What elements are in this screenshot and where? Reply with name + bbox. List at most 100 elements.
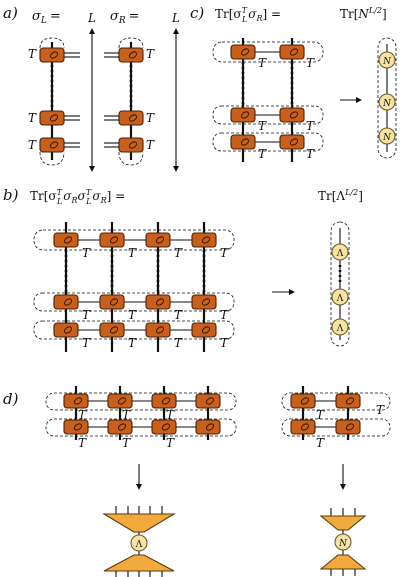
- tensor-box: [191, 232, 217, 248]
- tensor-label: T: [166, 436, 175, 450]
- tensor-box: [335, 419, 361, 435]
- tensor-box: [118, 110, 144, 126]
- tensor-label: T: [78, 408, 87, 422]
- tensor-box: [195, 419, 221, 435]
- tensor-label: T: [82, 246, 91, 260]
- bubble-label: Λ: [336, 249, 344, 259]
- tensor-label: T: [128, 246, 137, 260]
- tensor-box: [191, 322, 217, 338]
- panel-b-label: b): [3, 186, 19, 204]
- tensor-label: T: [146, 47, 155, 61]
- panel-d-left-network: T T T T T T: [45, 386, 237, 450]
- bubble-label: N: [382, 133, 392, 143]
- panel-b-network: T T T T T T T T T T T T: [33, 222, 235, 352]
- tensor-label: T: [122, 436, 131, 450]
- tensor-label: T: [146, 138, 155, 152]
- tensor-box: [151, 393, 177, 409]
- tensor-box: [195, 393, 221, 409]
- bubble-label: N: [382, 99, 392, 109]
- tensor-label: T: [258, 56, 267, 70]
- tensor-box: [230, 44, 256, 60]
- tensor-label: T: [82, 308, 91, 322]
- bubble-label: Λ: [336, 324, 344, 334]
- tensor-box: [191, 294, 217, 310]
- tensor-box: [335, 393, 361, 409]
- tensor-label: T: [258, 147, 267, 161]
- bubble-label: Λ: [336, 294, 344, 304]
- panel-c-arrow: [340, 97, 362, 103]
- panel-c-label: c): [190, 4, 204, 22]
- tensor-label: T: [316, 408, 325, 422]
- tensor-box: [290, 419, 316, 435]
- length-label: L: [171, 11, 180, 25]
- tensor-box: [53, 322, 79, 338]
- sigma-l-column: T T T: [28, 37, 80, 166]
- tensor-box: [63, 393, 89, 409]
- tensor-label: T: [306, 119, 315, 133]
- length-arrow: L: [87, 11, 96, 172]
- tensor-box: [118, 47, 144, 63]
- tensor-label: T: [220, 336, 229, 350]
- tensor-label: T: [306, 56, 315, 70]
- tensor-box: [53, 294, 79, 310]
- tensor-label: T: [220, 246, 229, 260]
- tensor-label: T: [28, 111, 37, 125]
- panel-a: a) σL= σR= T T T L: [3, 4, 180, 172]
- trapezoid-top: [102, 513, 176, 533]
- tensor-box: [145, 294, 171, 310]
- tensor-label: T: [28, 138, 37, 152]
- tensor-box: [290, 393, 316, 409]
- tensor-label: T: [128, 308, 137, 322]
- panel-d-right-network: T T T: [281, 386, 391, 450]
- sigma-r-symbol: σR=: [110, 9, 140, 26]
- panel-d-arrow-right: [340, 464, 346, 490]
- tensor-box: [145, 232, 171, 248]
- tensor-box: [151, 419, 177, 435]
- trapezoid-bottom: [103, 554, 175, 572]
- panel-b-chain: Λ Λ Λ: [330, 221, 350, 347]
- tensor-label: T: [258, 119, 267, 133]
- tensor-box: [145, 322, 171, 338]
- bubble-label: N: [382, 57, 392, 67]
- panel-c-network: T T T T T T: [212, 38, 324, 162]
- tensor-label: T: [122, 408, 131, 422]
- tensor-box: [39, 110, 65, 126]
- tensor-box: [279, 44, 305, 60]
- tensor-box: [99, 232, 125, 248]
- tensor-box: [39, 47, 65, 63]
- panel-d-label: d): [3, 390, 19, 408]
- bubble-label: Λ: [135, 540, 143, 550]
- tensor-box: [63, 419, 89, 435]
- trapezoid-bottom: [319, 554, 367, 570]
- length-arrow: L: [171, 11, 180, 172]
- tensor-label: T: [82, 336, 91, 350]
- tensor-box: [99, 322, 125, 338]
- tensor-box: [279, 134, 305, 150]
- panel-c-chain: N N N: [377, 37, 397, 159]
- length-label: L: [87, 11, 96, 25]
- tensor-label: T: [28, 47, 37, 61]
- tensor-label: T: [316, 436, 325, 450]
- sigma-l-symbol: σL=: [32, 9, 61, 26]
- tensor-box: [230, 134, 256, 150]
- tensor-label: T: [376, 403, 385, 417]
- tensor-box: [39, 137, 65, 153]
- trapezoid-top: [319, 515, 367, 531]
- tensor-box: [107, 393, 133, 409]
- panel-b-rhs: Tr[ΛL/2]: [318, 188, 363, 203]
- tensor-box: [279, 107, 305, 123]
- tensor-label: T: [166, 408, 175, 422]
- tensor-label: T: [174, 308, 183, 322]
- panel-c-rhs: Tr[NL/2]: [340, 6, 387, 21]
- tensor-label: T: [220, 308, 229, 322]
- tensor-box: [118, 137, 144, 153]
- panel-d: d) T T T T T T: [3, 386, 391, 577]
- tensor-box: [107, 419, 133, 435]
- tensor-label: T: [128, 336, 137, 350]
- panel-d-right-contraction: N: [319, 508, 367, 576]
